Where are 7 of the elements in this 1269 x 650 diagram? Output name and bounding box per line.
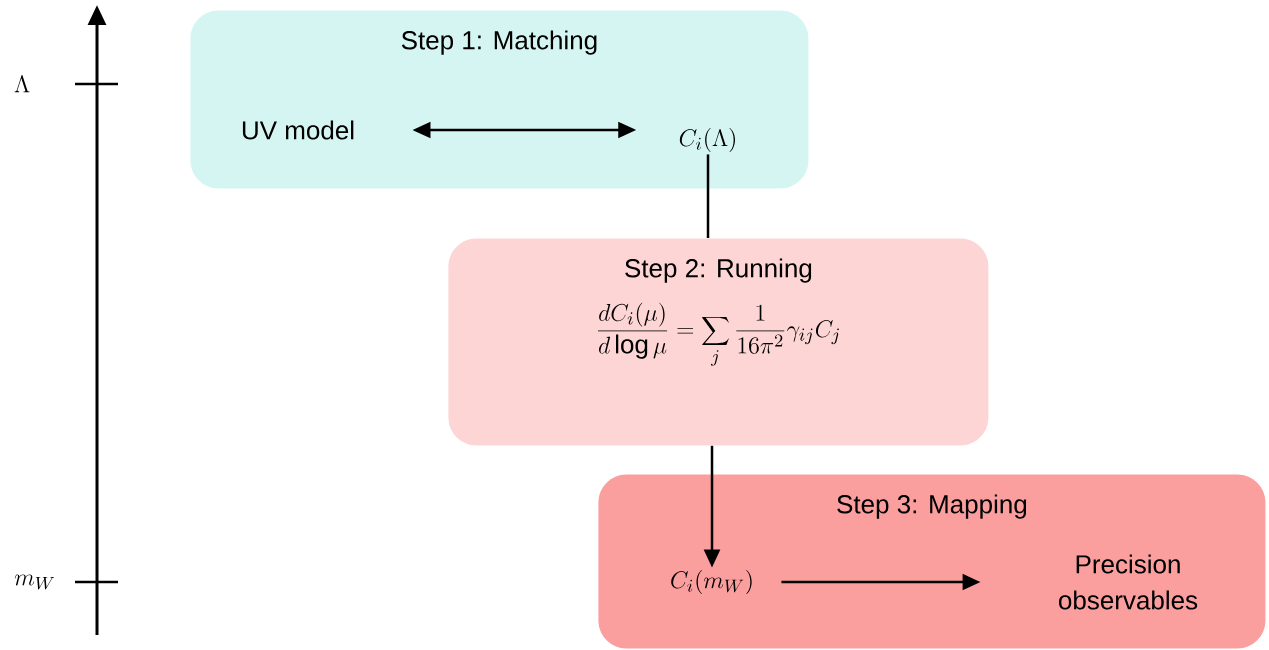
axis-label: $m_W$: [14, 574, 55, 590]
node-label: Precision observables: [1059, 554, 1198, 610]
formula: $C_i(\Lambda)$: [679, 128, 735, 153]
axis-label: $\Lambda$: [14, 75, 30, 93]
formula: $C_i(m_W)$: [671, 570, 752, 595]
step-box: Step 2: Running $\frac{dC_i(\mu)}{d\log\mu}=\sum_j\frac{1}{16\pi^2}\gamma_{ij}C_j$: [448, 238, 989, 446]
node-label: UV model: [242, 120, 354, 140]
